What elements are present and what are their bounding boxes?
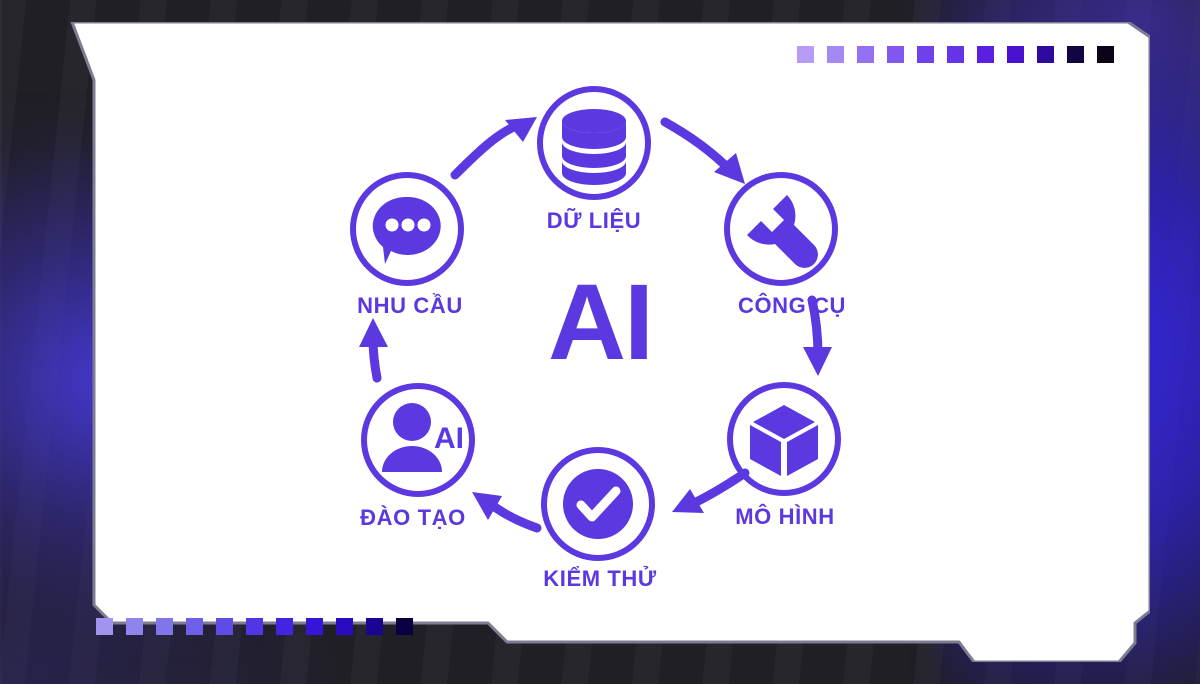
node-label-mo-hinh: MÔ HÌNH [735,504,835,529]
center-ai-wordmark: AI [548,261,654,382]
node-label-cong-cu: CÔNG CỤ [737,293,847,318]
pixel-square [947,46,964,63]
pixel-gradient-bottom-left [96,618,413,635]
pixel-square [276,618,293,635]
pixel-square [336,618,353,635]
pixel-square [1097,46,1114,63]
pixel-square [366,618,383,635]
pixel-gradient-top-right [797,46,1114,63]
pixel-square [917,46,934,63]
pixel-square [857,46,874,63]
node-label-kiem-thu: KIỂM THỬ [543,566,657,591]
pixel-square [156,618,173,635]
pixel-square [186,618,203,635]
pixel-square [1007,46,1024,63]
pixel-square [797,46,814,63]
node-label-nhu-cau: NHU CẦU [357,293,463,318]
pixel-square [126,618,143,635]
pixel-square [977,46,994,63]
pixel-square [216,618,233,635]
pixel-square [96,618,113,635]
pixel-square [887,46,904,63]
pixel-square [827,46,844,63]
pixel-square [246,618,263,635]
node-label-dao-tao: ĐÀO TẠO [360,505,466,530]
pixel-square [306,618,323,635]
pixel-square [1067,46,1084,63]
node-label-du-lieu: DỮ LIỆU [546,208,642,233]
pixel-square [1037,46,1054,63]
pixel-square [396,618,413,635]
